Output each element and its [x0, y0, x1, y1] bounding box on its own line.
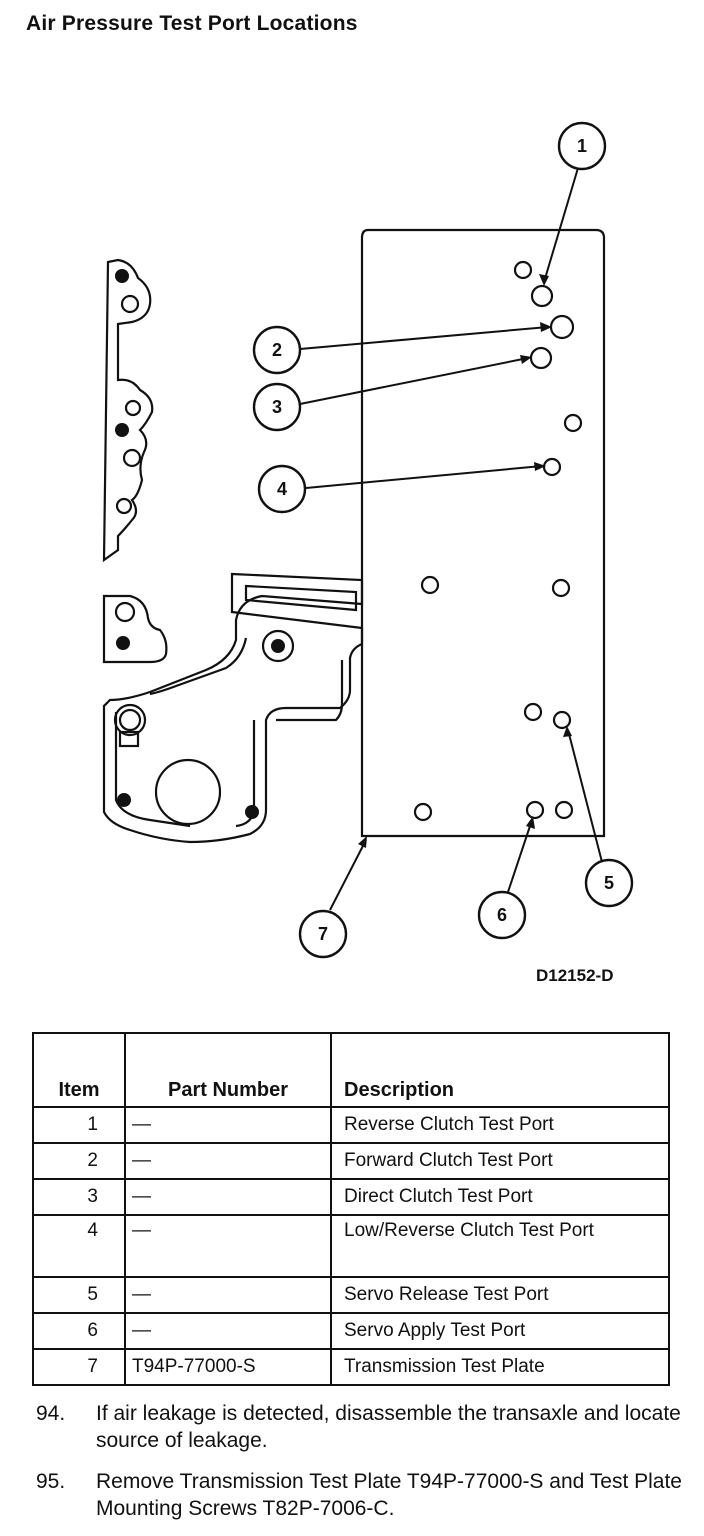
cell-part: —	[124, 1276, 332, 1314]
plate-port	[420, 575, 440, 595]
plate-port	[551, 578, 571, 598]
callout-4	[257, 464, 307, 514]
cell-description: Servo Apply Test Port	[330, 1312, 670, 1350]
callout-label-7: 7	[318, 924, 328, 944]
cell-part: —	[124, 1312, 332, 1350]
test-plate	[360, 228, 606, 838]
cell-part: —	[124, 1142, 332, 1180]
callout-6	[477, 890, 527, 940]
port-direct-clutch	[529, 346, 553, 370]
cell-part: —	[124, 1214, 332, 1278]
table-row: 4 — Low/Reverse Clutch Test Port	[32, 1214, 670, 1278]
callout-label-1: 1	[577, 136, 587, 156]
callout-label-5: 5	[604, 873, 614, 893]
table-header-row: Item Part Number Description	[32, 1032, 670, 1108]
callout-1	[557, 121, 607, 171]
cell-description: Low/Reverse Clutch Test Port	[330, 1214, 670, 1278]
cell-description: Servo Release Test Port	[330, 1276, 670, 1314]
header-part-number: Part Number	[124, 1032, 332, 1108]
page-title: Air Pressure Test Port Locations	[26, 12, 358, 35]
plate-port	[554, 800, 574, 820]
step-number: 95.	[36, 1470, 66, 1493]
figure-id: D12152-D	[536, 966, 614, 985]
cell-description: Forward Clutch Test Port	[330, 1142, 670, 1180]
table-row: 3 — Direct Clutch Test Port	[32, 1178, 670, 1216]
callout-label-4: 4	[277, 479, 287, 499]
plate-port	[513, 260, 533, 280]
port-reverse-clutch	[530, 284, 554, 308]
cell-item: 7	[32, 1348, 126, 1386]
cell-item: 1	[32, 1106, 126, 1144]
step-95: 95. Remove Transmission Test Plate T94P-…	[32, 1468, 682, 1522]
step-number: 94.	[36, 1402, 66, 1425]
port-forward-clutch	[549, 314, 575, 340]
port-servo-release	[552, 710, 572, 730]
step-text: If air leakage is detected, disassemble …	[96, 1402, 681, 1452]
cell-part: T94P-77000-S	[124, 1348, 332, 1386]
test-port-diagram: 1 2 3 4 5 6 7	[102, 121, 634, 959]
gasket-lower	[102, 572, 364, 844]
callout-label-2: 2	[272, 340, 282, 360]
callout-5	[584, 858, 634, 908]
callout-label-3: 3	[272, 397, 282, 417]
cell-description: Reverse Clutch Test Port	[330, 1106, 670, 1144]
callout-3	[252, 382, 302, 432]
callout-7	[298, 909, 348, 959]
plate-port	[563, 413, 583, 433]
header-description: Description	[330, 1032, 670, 1108]
cell-item: 3	[32, 1178, 126, 1216]
step-94: 94. If air leakage is detected, disassem…	[32, 1400, 682, 1454]
table-row: 1 — Reverse Clutch Test Port	[32, 1106, 670, 1144]
table-row: 2 — Forward Clutch Test Port	[32, 1142, 670, 1180]
header-item: Item	[32, 1032, 126, 1108]
table-row: 7 T94P-77000-S Transmission Test Plate	[32, 1348, 670, 1386]
cell-item: 4	[32, 1214, 126, 1278]
cell-item: 2	[32, 1142, 126, 1180]
port-low-reverse-clutch	[542, 457, 562, 477]
table-row: 5 — Servo Release Test Port	[32, 1276, 670, 1314]
parts-table: Item Part Number Description 1 — Reverse…	[32, 1032, 670, 1386]
cell-item: 5	[32, 1276, 126, 1314]
step-text: Remove Transmission Test Plate T94P-7700…	[96, 1470, 682, 1520]
cell-description: Transmission Test Plate	[330, 1348, 670, 1386]
plate-port	[523, 702, 543, 722]
callout-label-6: 6	[497, 905, 507, 925]
cell-part: —	[124, 1178, 332, 1216]
cell-description: Direct Clutch Test Port	[330, 1178, 670, 1216]
gasket-strip	[102, 258, 154, 563]
procedure-steps: 94. If air leakage is detected, disassem…	[32, 1400, 682, 1536]
gasket-block	[102, 594, 168, 664]
port-servo-apply	[525, 800, 545, 820]
cell-item: 6	[32, 1312, 126, 1350]
cell-part: —	[124, 1106, 332, 1144]
table-row: 6 — Servo Apply Test Port	[32, 1312, 670, 1350]
plate-port	[413, 802, 433, 822]
callout-2	[252, 325, 302, 375]
